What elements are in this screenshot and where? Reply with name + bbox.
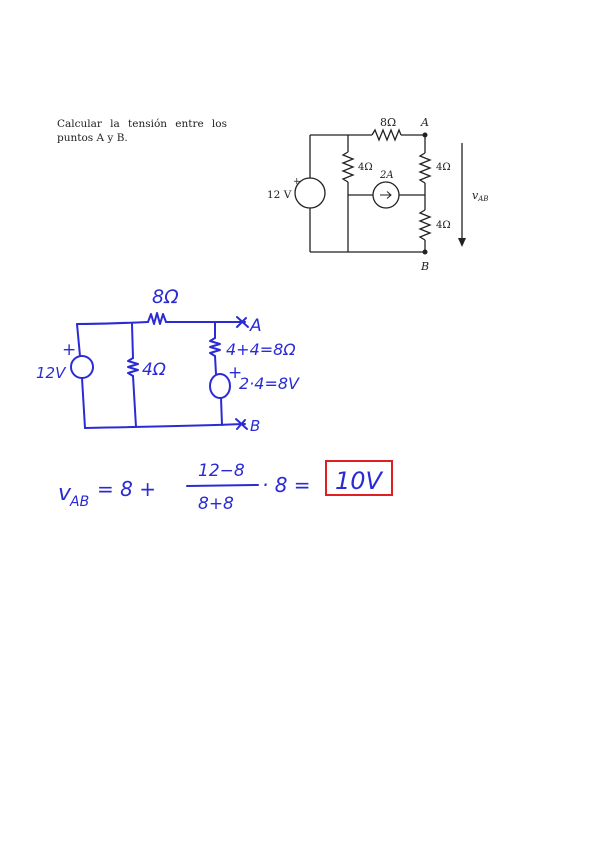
resistor-top — [371, 128, 402, 142]
resistor-right-bottom — [418, 209, 432, 241]
solution-numerator: 12−8 — [198, 461, 245, 481]
hw-wire-left-top — [76, 323, 81, 357]
hw-label-plus-right: + — [228, 363, 242, 383]
label-r-left: 4Ω — [358, 162, 373, 173]
solution-denominator: 8+8 — [198, 494, 234, 514]
label-vab: vAB — [472, 189, 488, 203]
hw-label-node-a: A — [249, 316, 262, 336]
hw-resistor-top — [147, 312, 167, 325]
fraction-bar — [186, 484, 259, 487]
hw-label-r-top: 8Ω — [152, 286, 179, 308]
resistor-right-top — [418, 152, 432, 184]
problem-statement: Calcular la tensión entre los puntos A y… — [57, 118, 227, 144]
hw-label-plus-left: + — [62, 340, 76, 360]
label-current-source: 2A — [379, 170, 394, 181]
label-r-top: 8Ω — [380, 116, 396, 129]
hw-wire-right-bottom — [220, 397, 223, 426]
hw-label-r-series: 4+4=8Ω — [226, 340, 296, 359]
hw-label-r-left: 4Ω — [142, 360, 166, 380]
label-node-a: A — [420, 116, 429, 129]
solution-lhs-var: v — [58, 481, 72, 506]
hw-wire-right-mid — [214, 355, 217, 375]
hw-node-b-mark — [235, 418, 248, 430]
handwritten-circuit — [70, 312, 249, 430]
current-arrow-icon — [380, 191, 392, 199]
solution-result: 10V — [335, 467, 384, 495]
voltage-source — [294, 177, 326, 209]
hw-wire-mid-top — [131, 323, 134, 359]
label-voltage-source: 12 V — [267, 189, 292, 201]
hw-node-a-mark — [236, 316, 249, 328]
label-node-b: B — [420, 260, 429, 273]
hw-source-right — [209, 373, 231, 399]
label-r-right-top: 4Ω — [436, 162, 451, 173]
hw-label-source-eq: 2·4=8V — [239, 374, 300, 393]
hw-label-source-left: 12V — [36, 364, 67, 382]
hw-wire-top-left — [76, 321, 149, 325]
hw-label-node-b: B — [250, 417, 260, 435]
vab-arrow-head — [458, 238, 466, 247]
hw-wire-left-bottom — [81, 377, 86, 429]
node-b-dot — [422, 249, 428, 255]
resistor-left — [341, 151, 355, 183]
node-a-dot — [422, 132, 428, 138]
solution-lhs-sub: AB — [69, 494, 89, 510]
hw-wire-mid-bottom — [132, 375, 137, 428]
printed-circuit — [294, 128, 463, 253]
hw-resistor-left — [127, 357, 139, 377]
label-r-right-bottom: 4Ω — [436, 220, 451, 231]
result-box — [325, 460, 393, 496]
solution-lhs-rest: = 8 + — [97, 477, 156, 501]
label-plus: + — [293, 177, 301, 187]
solution-tail: · 8 = — [262, 473, 311, 497]
hw-resistor-right — [209, 337, 221, 357]
hw-wire-bottom — [84, 423, 246, 429]
